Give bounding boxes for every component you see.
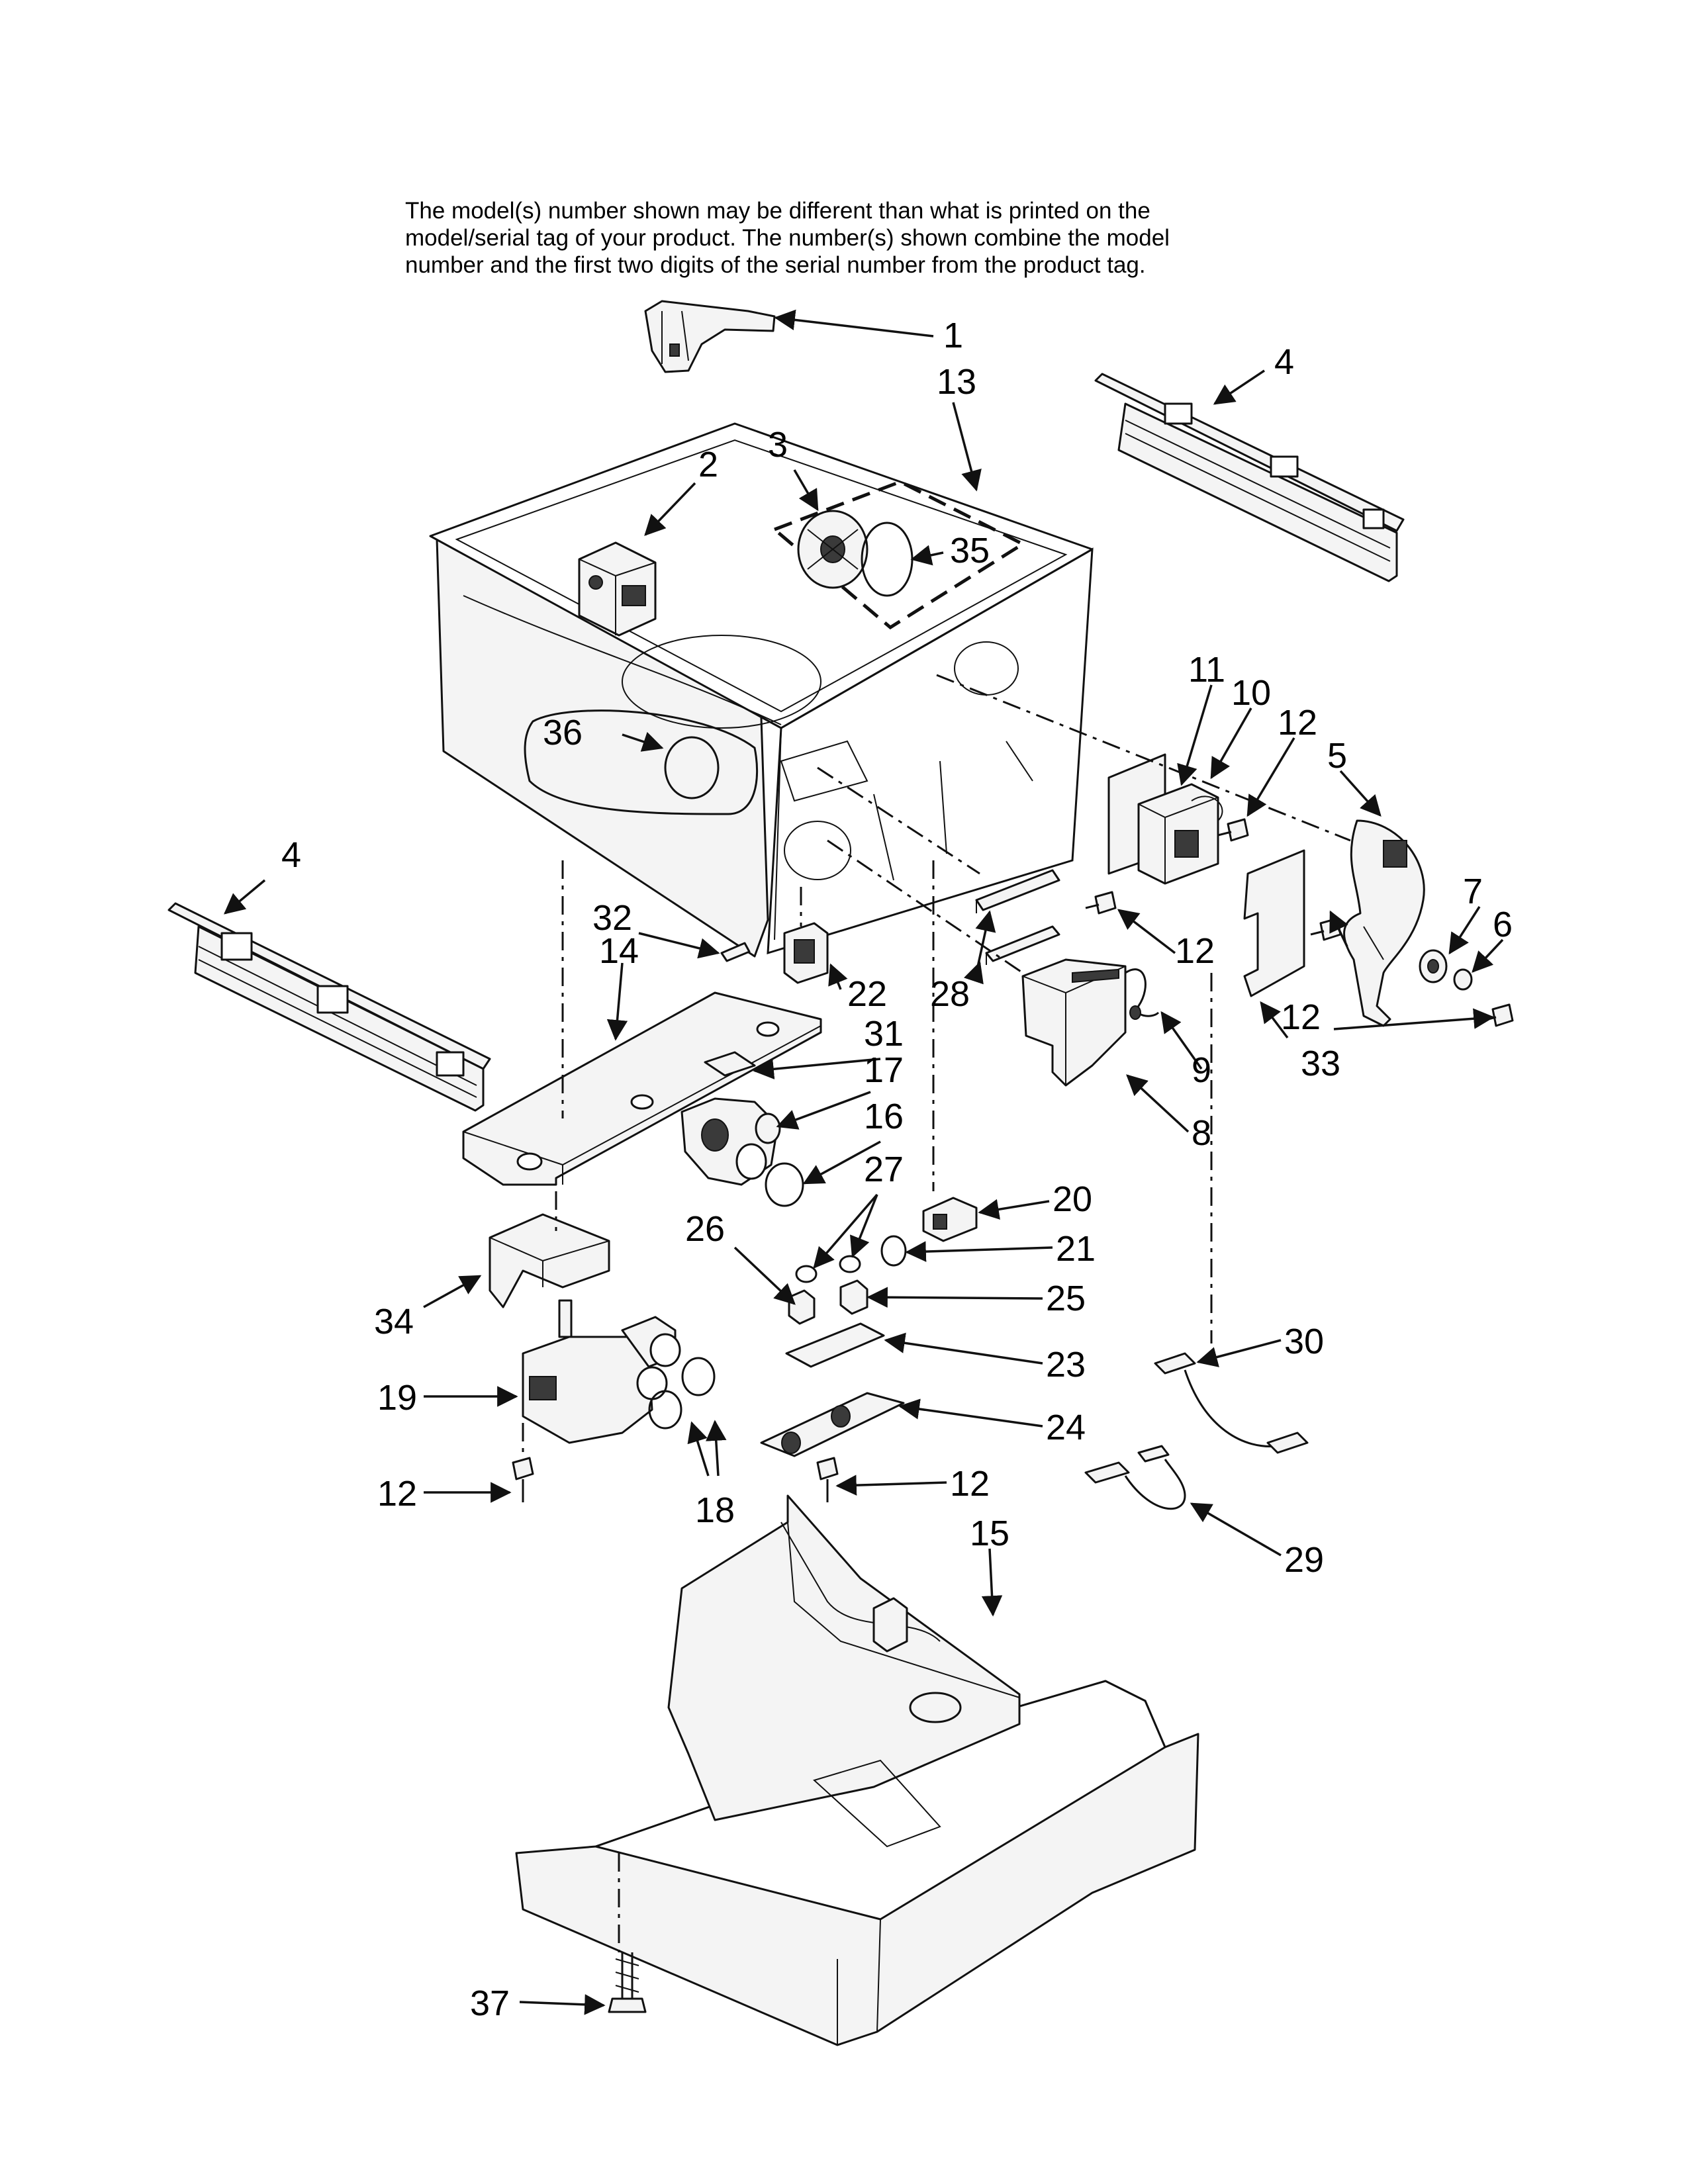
fan-motor-part [1343,819,1425,1027]
circulation-pump-part [522,1299,681,1444]
callout-31: 31 [864,1014,904,1054]
nut-part [1453,968,1473,991]
callout-25: 25 [1046,1279,1086,1318]
callout-35: 35 [950,531,990,570]
left-slide-rail-part [167,902,491,1112]
clip-part [720,942,751,962]
heater-bracket-part [760,1392,905,1457]
tub-top-bracket-part [644,300,776,373]
dispenser-part [1021,958,1127,1087]
callout-10: 10 [1231,673,1271,713]
callout-16: 16 [864,1097,904,1136]
callout-23: 23 [1046,1345,1086,1385]
notice-line-1: The model(s) number shown may be differe… [405,198,1150,224]
callout-7: 7 [1463,872,1483,911]
model-number-notice: The model(s) number shown may be differe… [405,197,1345,279]
callout-18: 18 [695,1490,735,1530]
grommet-part-a [788,1289,816,1325]
callout-leaders [223,309,1504,2015]
right-slide-rail-part [1094,373,1405,582]
notice-line-3: number and the first two digits of the s… [405,252,1146,278]
tub-gasket-part [524,709,759,815]
callout-5: 5 [1327,736,1347,776]
callout-labels: 1 13 4 3 2 35 11 10 12 5 36 4 7 6 32 14 … [281,316,1513,2023]
callout-12-lower-center: 12 [950,1464,990,1504]
callout-11: 11 [1188,650,1225,690]
notice-line-2: model/serial tag of your product. The nu… [405,225,1170,251]
fan-impeller-part [797,510,868,589]
callout-6: 6 [1493,905,1513,944]
sensor-seal-part [880,1235,907,1267]
callout-4-right-rail: 4 [1274,342,1294,382]
dispenser-wire-part [1125,968,1160,1020]
callout-22: 22 [847,974,887,1014]
callout-2: 2 [698,445,718,484]
turbidity-sensor-part [922,1197,978,1242]
callout-12-lower-left: 12 [377,1474,417,1514]
callout-21: 21 [1056,1229,1096,1269]
callout-17: 17 [864,1050,904,1090]
callout-12-right: 12 [1281,997,1321,1037]
vent-module-part [578,541,657,637]
screw-part-f [816,1457,839,1502]
callout-37: 37 [470,1983,510,2023]
rail-brackets-part [975,869,1060,965]
callout-34: 34 [374,1302,414,1342]
wire-harness-part-b [1084,1445,1186,1510]
hose-clamp-part-a [765,1162,804,1207]
callout-26: 26 [685,1209,725,1249]
callout-19: 19 [377,1378,417,1418]
heat-shield-part [489,1213,610,1308]
callout-36: 36 [543,713,583,752]
bearing-part [1419,949,1448,983]
callout-14: 14 [599,931,639,971]
callout-9: 9 [1192,1050,1211,1090]
sensor-module-part [1137,783,1223,885]
screw-part-a [1217,818,1249,842]
leveling-leg-part [608,1952,647,2013]
hose-clamp-part-b [648,1357,716,1430]
callout-24: 24 [1046,1408,1086,1447]
screw-part-e [512,1457,534,1502]
callout-12-upper: 12 [1278,703,1317,743]
callout-15: 15 [970,1514,1009,1553]
tub-part [429,422,1094,958]
callout-20: 20 [1053,1179,1092,1219]
sump-base-rail-part [462,991,822,1186]
callout-28: 28 [930,974,970,1014]
grommet-part-b [839,1279,868,1315]
item-3-35-group-box [771,480,1027,630]
callout-4-left-rail: 4 [281,835,301,875]
wire-harness-part-a [1154,1352,1309,1454]
drain-pump-part [680,1097,781,1186]
callout-29: 29 [1284,1540,1324,1580]
callout-32: 32 [592,898,632,938]
connector-block-part [783,922,829,984]
callout-8: 8 [1192,1113,1211,1153]
callout-30: 30 [1284,1322,1324,1361]
retainer-plate-part [785,1322,885,1368]
duct-bracket-part [1243,849,1305,997]
callout-33: 33 [1301,1044,1340,1083]
assembly-lines [522,674,1351,1952]
callout-3: 3 [768,425,788,465]
callout-27: 27 [864,1150,904,1189]
screw-part-d [1085,891,1117,915]
callout-12-middle: 12 [1175,931,1215,971]
screw-part-c [1482,1003,1514,1027]
callout-13: 13 [937,362,976,402]
base-pan-part [515,1494,1199,2046]
callout-1: 1 [943,316,963,355]
seal-washers-part [795,1255,861,1283]
